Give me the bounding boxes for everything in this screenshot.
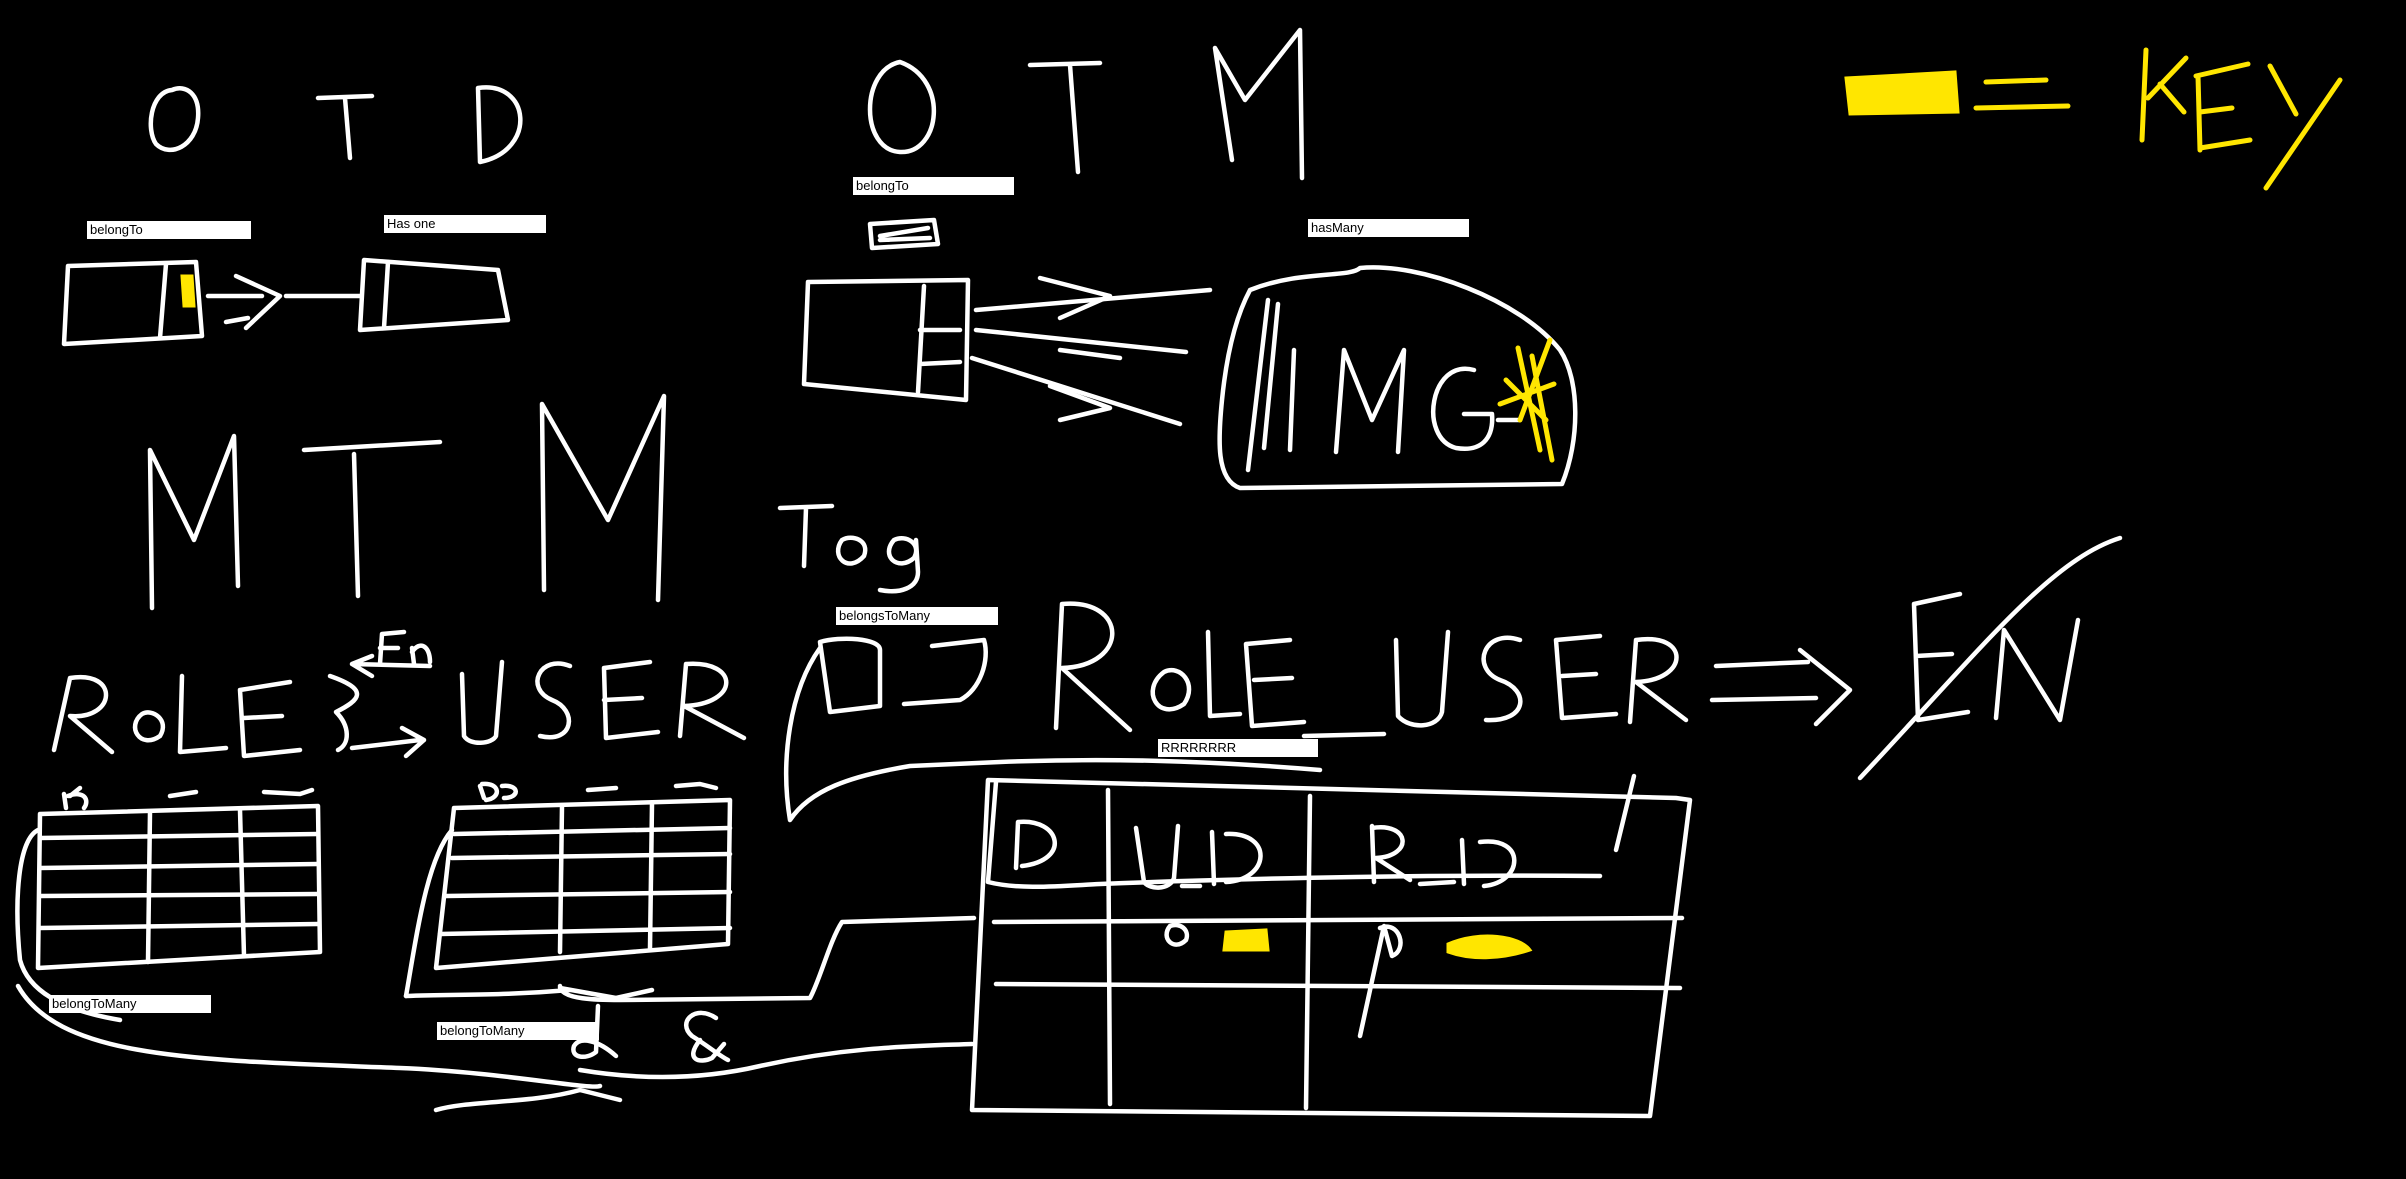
pivot-group-outline — [784, 636, 1323, 823]
user-belongtomany-label: belongToMany — [437, 1022, 599, 1040]
otm-belongto-label: belongTo — [853, 177, 1014, 195]
rrrr-label: RRRRRRRR — [1158, 739, 1318, 757]
oto-diagram — [61, 257, 511, 347]
oto-belongto-label: belongTo — [87, 221, 251, 239]
fn-note — [327, 629, 433, 759]
arrow-to-en — [1709, 647, 1853, 727]
role-belongtomany-label: belongToMany — [49, 995, 211, 1013]
en-note — [1857, 535, 2123, 781]
otm-heading — [867, 27, 1305, 181]
otm-diagram — [801, 217, 1578, 491]
role-table — [15, 785, 323, 1023]
too-note — [777, 503, 921, 594]
ampersand-note — [571, 1003, 731, 1063]
mtm-heading — [147, 393, 667, 611]
otm-hasmany-label: hasMany — [1308, 219, 1469, 237]
role-user-heading — [51, 673, 303, 759]
pivot-table — [969, 773, 1693, 1119]
oto-heading — [148, 85, 523, 165]
user-table — [403, 781, 733, 999]
mtm-belongstomany-label: belongsToMany — [836, 607, 998, 625]
user-heading — [459, 659, 747, 745]
connector-lines — [15, 915, 977, 1113]
role-user-pivot-heading — [1053, 601, 1689, 739]
key-legend — [1844, 47, 2343, 191]
oto-hasone-label: Has one — [384, 215, 546, 233]
